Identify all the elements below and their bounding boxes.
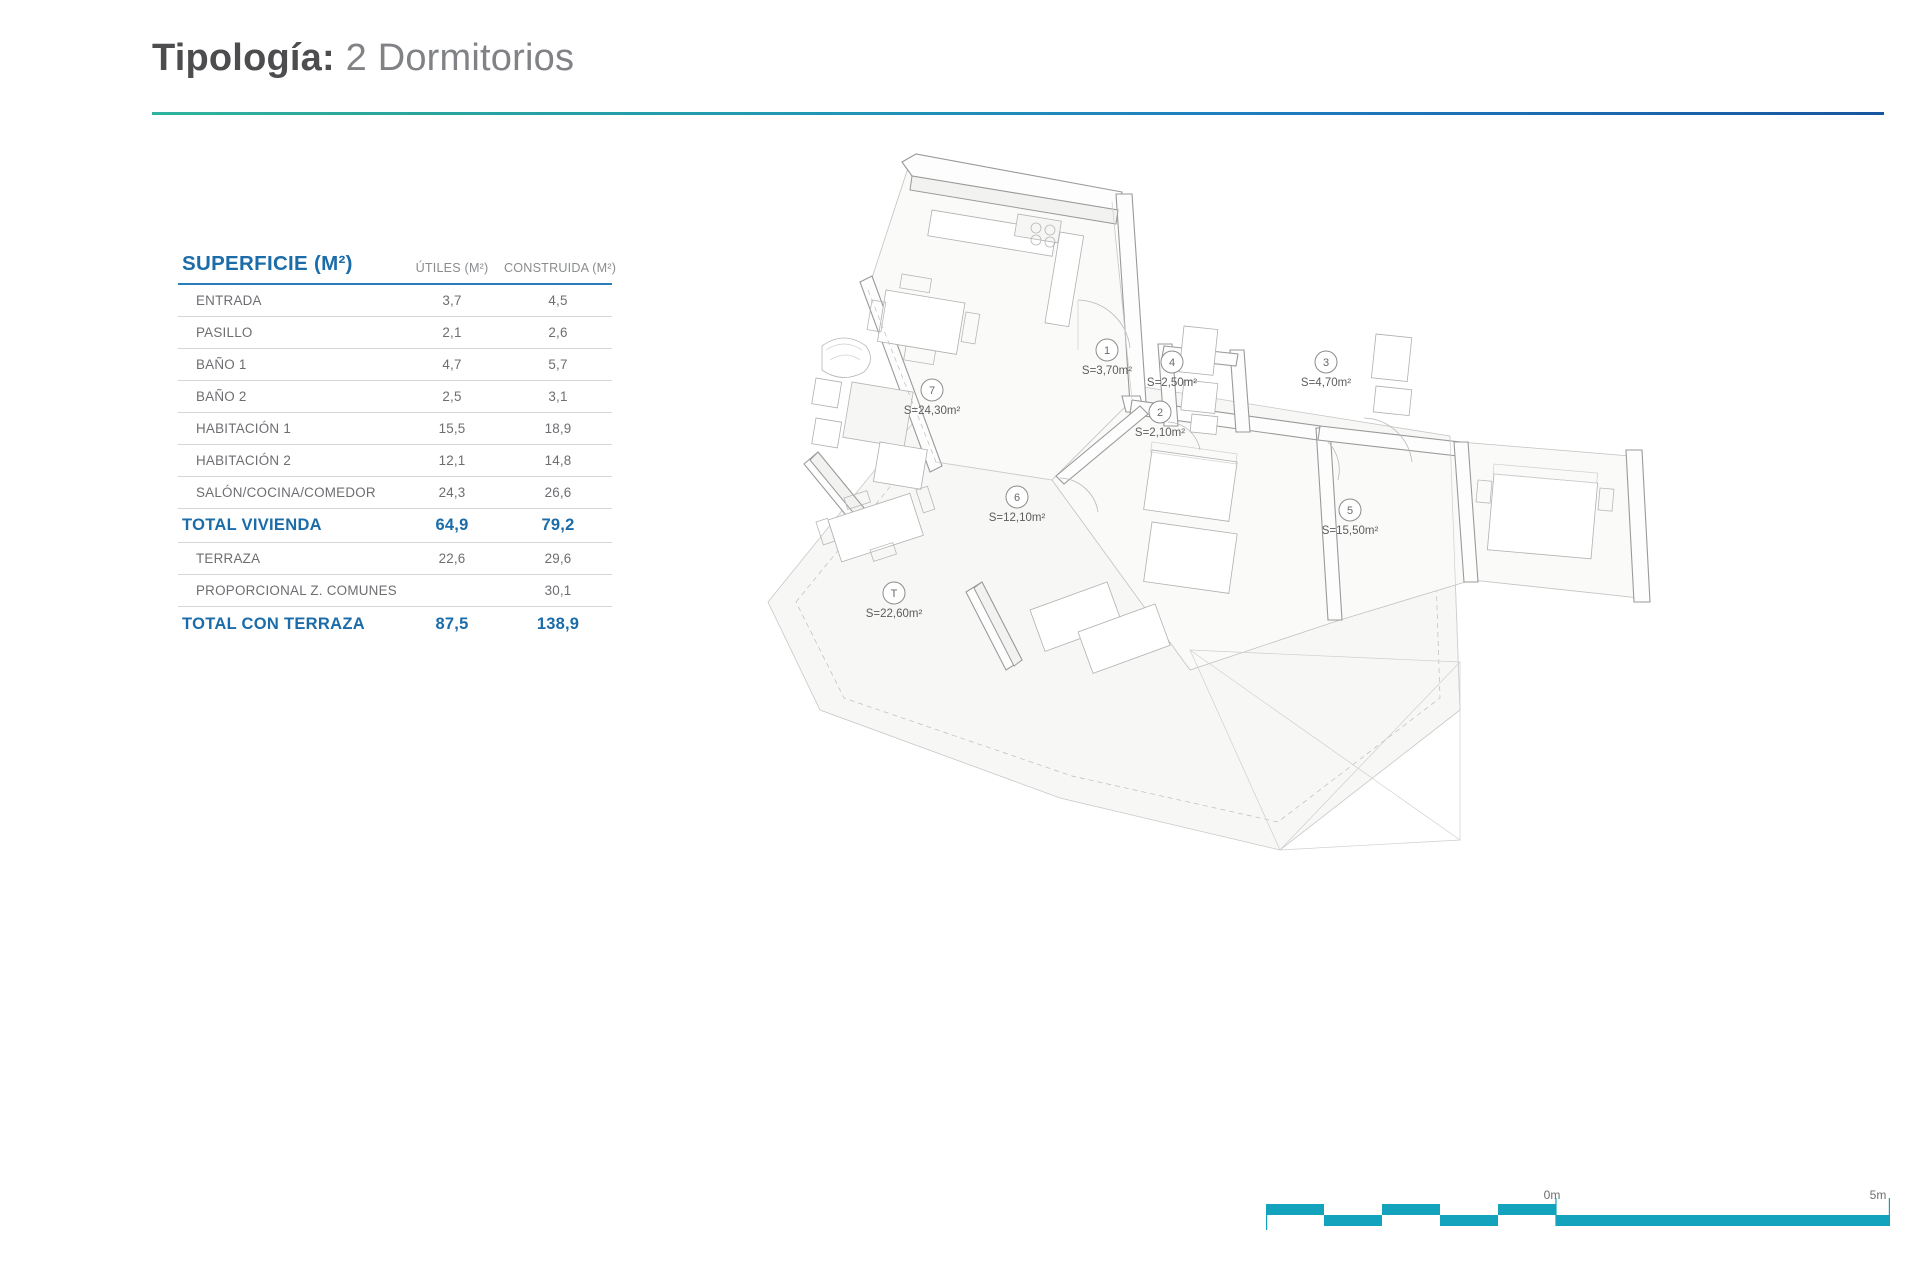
svg-text:S=4,70m²: S=4,70m² [1301, 377, 1351, 389]
page-title-value: 2 Dormitorios [345, 37, 575, 79]
scale-bar: 0m 5m [1266, 1190, 1890, 1238]
row-construida: 30,1 [504, 574, 612, 607]
table-row: BAÑO 2 2,5 3,1 [178, 380, 612, 413]
total-vivienda-label: TOTAL VIVIENDA [178, 508, 400, 543]
row-utiles: 15,5 [400, 412, 504, 445]
row-utiles [400, 574, 504, 607]
row-utiles: 22,6 [400, 542, 504, 575]
row-utiles: 24,3 [400, 476, 504, 509]
row-utiles: 2,5 [400, 380, 504, 413]
total-terraza-label: TOTAL CON TERRAZA [182, 614, 365, 633]
table-row: HABITACIÓN 2 12,1 14,8 [178, 444, 612, 477]
row-label: ENTRADA [178, 284, 400, 317]
row-label: HABITACIÓN 1 [178, 412, 400, 445]
row-utiles: 4,7 [400, 348, 504, 381]
page-header: Tipología: 2 Dormitorios [152, 37, 1882, 80]
scale-label-zero: 0m [1544, 1190, 1561, 1202]
table-title: SUPERFICIE (M²) [178, 252, 400, 285]
table-row: SALÓN/COCINA/COMEDOR 24,3 26,6 [178, 476, 612, 509]
row-construida: 5,7 [504, 348, 612, 381]
svg-text:3: 3 [1323, 357, 1329, 369]
scale-label-five: 5m [1870, 1190, 1887, 1202]
floor-plan-drawing: .wall { fill:#fdfdfd; stroke:#9a9a9a; st… [760, 150, 1890, 970]
total-vivienda-construida: 79,2 [504, 508, 612, 543]
row-utiles: 3,7 [400, 284, 504, 317]
row-label: BAÑO 1 [178, 348, 400, 381]
total-terraza-construida: 138,9 [536, 614, 580, 633]
row-label: PASILLO [178, 316, 400, 349]
header-divider [152, 112, 1884, 115]
surface-table: SUPERFICIE (M²) ÚTILES (M²) CONSTRUIDA (… [178, 252, 616, 642]
room-tag-3: 3 S=4,70m² [1301, 350, 1351, 389]
row-construida: 29,6 [504, 542, 612, 575]
row-label: SALÓN/COCINA/COMEDOR [178, 476, 400, 509]
page-title-label: Tipología: [152, 37, 335, 79]
table-row: BAÑO 1 4,7 5,7 [178, 348, 612, 381]
table-row: TERRAZA 22,6 29,6 [178, 542, 612, 575]
total-terraza-row: TOTAL CON TERRAZA 87,5 138,9 [178, 606, 612, 642]
table-row: PASILLO 2,1 2,6 [178, 316, 612, 349]
row-construida: 18,9 [504, 412, 612, 445]
surface-table-body: ENTRADA 3,7 4,5 PASILLO 2,1 2,6 BAÑO 1 4… [178, 284, 612, 642]
total-vivienda-row: TOTAL VIVIENDA 64,9 79,2 [178, 508, 612, 543]
row-label: TERRAZA [178, 542, 400, 575]
row-construida: 4,5 [504, 284, 612, 317]
row-label: BAÑO 2 [178, 380, 400, 413]
table-header-row: SUPERFICIE (M²) ÚTILES (M²) CONSTRUIDA (… [178, 252, 616, 285]
page-title: Tipología: 2 Dormitorios [152, 37, 1882, 80]
scale-bar-segments [1266, 1204, 1890, 1226]
row-construida: 2,6 [504, 316, 612, 349]
total-terraza-utiles: 87,5 [435, 614, 469, 633]
row-construida: 14,8 [504, 444, 612, 477]
table-row: ENTRADA 3,7 4,5 [178, 284, 612, 317]
table-row: HABITACIÓN 1 15,5 18,9 [178, 412, 612, 445]
row-label: PROPORCIONAL Z. COMUNES [178, 574, 400, 607]
surface-table-container: SUPERFICIE (M²) ÚTILES (M²) CONSTRUIDA (… [178, 252, 616, 642]
row-construida: 3,1 [504, 380, 612, 413]
table-row: PROPORCIONAL Z. COMUNES 30,1 [178, 574, 612, 607]
column-header-construida: CONSTRUIDA (M²) [504, 252, 616, 285]
row-utiles: 12,1 [400, 444, 504, 477]
row-label: HABITACIÓN 2 [178, 444, 400, 477]
row-construida: 26,6 [504, 476, 612, 509]
row-utiles: 2,1 [400, 316, 504, 349]
total-vivienda-utiles: 64,9 [400, 508, 504, 543]
column-header-utiles: ÚTILES (M²) [400, 252, 504, 285]
